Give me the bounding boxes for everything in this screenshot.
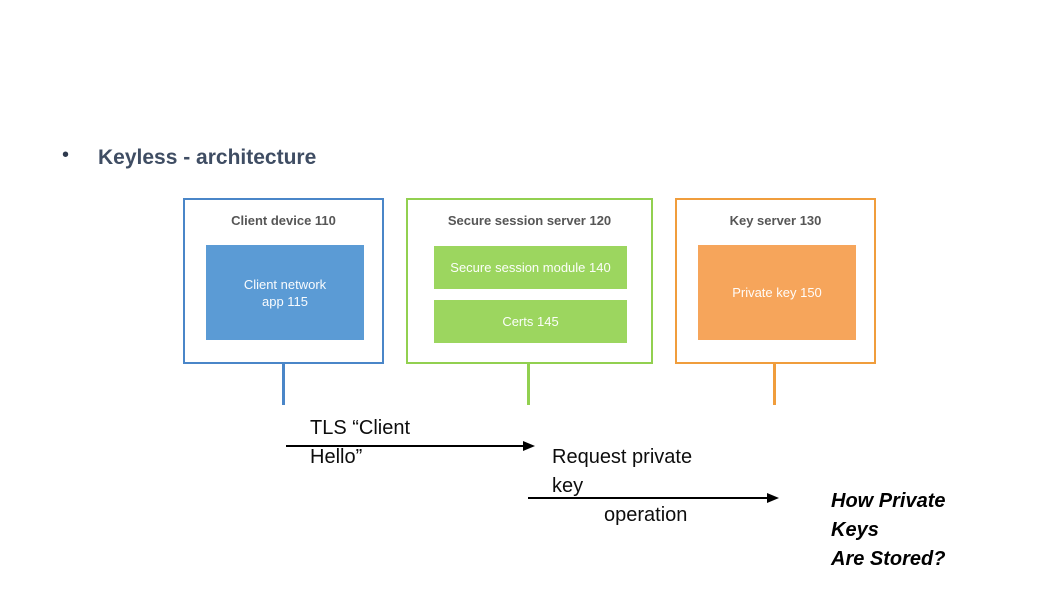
tls-client-hello-arrow-line bbox=[286, 445, 524, 447]
request-private-key-label: Request private key operation bbox=[552, 443, 692, 530]
certs-box: Certs 145 bbox=[434, 300, 627, 343]
client-device-connector-line bbox=[282, 362, 285, 405]
client-network-app-box: Client network app 115 bbox=[206, 245, 364, 340]
key-server-box: Key server 130 Private key 150 bbox=[675, 198, 876, 364]
secure-session-server-connector-line bbox=[527, 362, 530, 405]
tls-client-hello-label-line1: TLS “Client bbox=[310, 417, 411, 439]
client-device-box: Client device 110 Client network app 115 bbox=[183, 198, 384, 364]
secure-session-server-box: Secure session server 120 Secure session… bbox=[406, 198, 653, 364]
private-key-box: Private key 150 bbox=[698, 245, 856, 340]
request-private-key-label-line3: operation bbox=[604, 504, 688, 526]
tls-client-hello-arrowhead-icon bbox=[523, 441, 535, 451]
note-line2: Keys bbox=[831, 519, 879, 541]
key-server-connector-line bbox=[773, 362, 776, 405]
secure-session-server-box-title: Secure session server 120 bbox=[447, 213, 612, 228]
client-device-box-title: Client device 110 bbox=[231, 213, 336, 228]
request-private-key-arrow-line bbox=[528, 497, 768, 499]
note-line1: How Private bbox=[831, 490, 946, 512]
key-server-box-title: Key server 130 bbox=[729, 213, 822, 228]
note-line3: Are Stored? bbox=[831, 548, 946, 570]
how-private-keys-note: How Private Keys Are Stored? bbox=[831, 487, 945, 574]
bullet-marker: • bbox=[62, 144, 70, 166]
tls-client-hello-label: TLS “Client Hello” bbox=[310, 414, 410, 472]
page-title: Keyless - architecture bbox=[98, 146, 317, 169]
tls-client-hello-label-line2: Hello” bbox=[310, 446, 363, 468]
request-private-key-label-line2: key bbox=[552, 475, 584, 497]
request-private-key-label-line1: Request private bbox=[552, 446, 693, 468]
secure-session-module-box: Secure session module 140 bbox=[434, 246, 627, 289]
request-private-key-arrowhead-icon bbox=[767, 493, 779, 503]
